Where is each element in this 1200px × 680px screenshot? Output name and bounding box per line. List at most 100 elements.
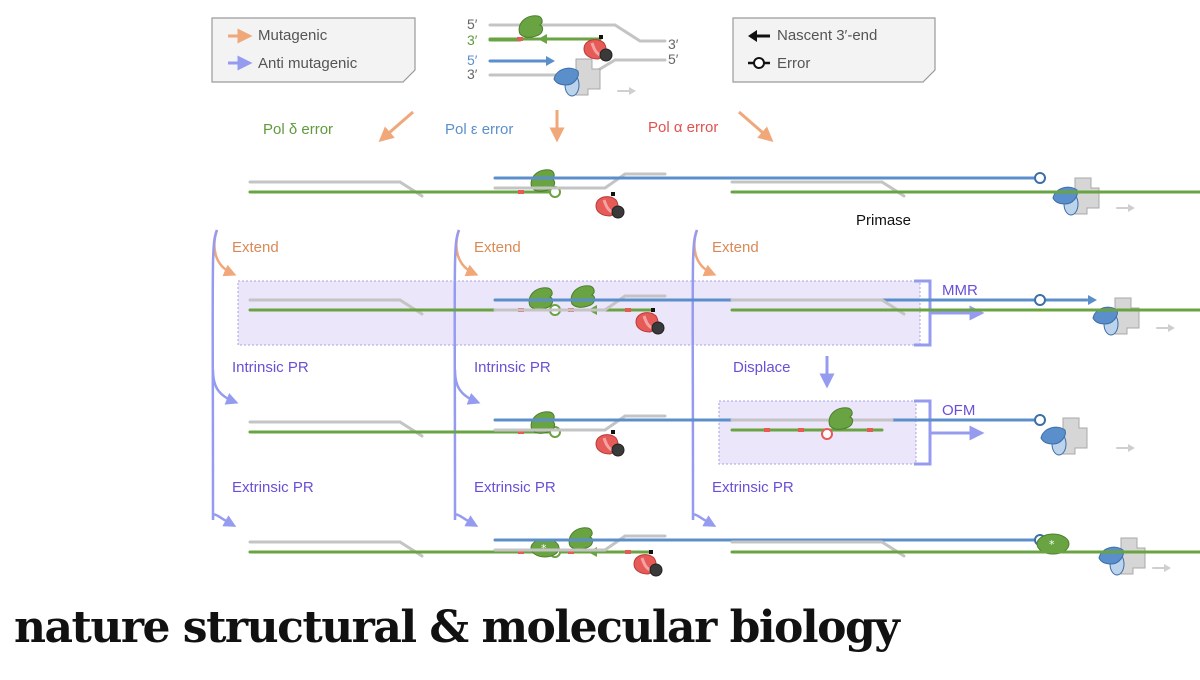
strand-label-leading-5prime: 5′ bbox=[467, 52, 478, 68]
extend-arrow-col1 bbox=[213, 229, 237, 277]
ofm-highlight-box bbox=[718, 400, 917, 465]
top-fork-pol-epsilon-cmg-helicase bbox=[575, 58, 601, 96]
col2-error-fork-error-icon bbox=[1034, 172, 1046, 184]
pol-delta-error-label: Pol δ error bbox=[263, 121, 333, 139]
col1-error-fork-template-top bbox=[248, 180, 424, 198]
top-fork-template-bottom bbox=[488, 58, 667, 77]
col2-extrinsic-fork-template bbox=[493, 534, 667, 552]
mmr-label: MMR bbox=[942, 282, 978, 299]
col1-error-fork-pol-alpha-rna-primer-end bbox=[611, 192, 615, 196]
extrinsic-pr-label-col3: Extrinsic PR bbox=[712, 479, 794, 496]
legend-box-right bbox=[732, 17, 936, 83]
col2-extrinsic-fork-extrinsic-pol: * bbox=[1036, 533, 1070, 555]
legend-error-circle-icon bbox=[753, 57, 765, 69]
legend-box-left bbox=[211, 17, 416, 83]
arrow-to-pol-delta bbox=[378, 110, 414, 142]
col2-error-fork bbox=[493, 172, 1135, 216]
col1-extend-fork-pol-alpha bbox=[635, 308, 665, 335]
col1-extrinsic-fork-extrinsic-pol: * bbox=[530, 538, 560, 558]
top-fork-mismatch bbox=[517, 37, 523, 41]
col1-extend-fork-pol-delta-1 bbox=[570, 285, 596, 308]
col1-extrinsic-fork-template-top bbox=[248, 540, 424, 558]
pol-alpha-error-label: Pol α error bbox=[648, 119, 718, 137]
col2-intrinsic-fork-pol-epsilon-body bbox=[1040, 426, 1066, 445]
extrinsic-arrow-col3 bbox=[691, 229, 717, 527]
intrinsic-pr-label-col1: Intrinsic PR bbox=[232, 359, 309, 376]
top-fork-pol-delta bbox=[518, 15, 544, 38]
col3-error-fork-template-top bbox=[730, 180, 906, 198]
primase-label: Primase bbox=[856, 212, 912, 229]
pol-epsilon-error-label: Pol ε error bbox=[445, 121, 513, 139]
arrow-to-pol-alpha bbox=[738, 110, 774, 142]
extend-label-col2: Extend bbox=[474, 239, 521, 256]
top-fork-movement-arrow-head bbox=[629, 87, 636, 95]
col2-extrinsic-fork-exo-star-icon: * bbox=[1049, 538, 1055, 551]
legend-nascent-arrowhead-icon bbox=[748, 30, 757, 42]
col1-error-fork-pol-alpha-primase-subunit bbox=[611, 205, 625, 219]
col2-extend-fork-pol-epsilon-cmg-helicase bbox=[1114, 297, 1140, 335]
col3-error-fork bbox=[730, 180, 1200, 198]
col1-extend-fork-mismatch-2 bbox=[625, 308, 631, 312]
col3-extend-fork bbox=[730, 298, 1200, 316]
col1-error-fork-pol-alpha-highlight bbox=[602, 199, 613, 214]
col1-intrinsic-fork-pol-alpha bbox=[595, 430, 625, 457]
col2-extrinsic-fork-pol-epsilon bbox=[1098, 537, 1146, 576]
top-fork-template-top bbox=[488, 23, 667, 43]
intrinsic-arrow-col1 bbox=[211, 369, 239, 405]
col2-intrinsic-fork-error-icon bbox=[1034, 414, 1046, 426]
pol-alpha-label: Pol α error bbox=[648, 119, 719, 136]
strand-label-top-5prime: 5′ bbox=[467, 16, 478, 32]
col2-extrinsic-fork-pol-epsilon-cmg-helicase bbox=[1120, 537, 1146, 575]
top-fork-lagging-end bbox=[538, 34, 547, 44]
col3-ofm-fork bbox=[730, 407, 894, 440]
col2-extrinsic-fork-exo-ellipse bbox=[1036, 533, 1070, 555]
legend-nascent-end-label: Nascent 3′-end bbox=[777, 27, 878, 44]
col2-error-fork-pol-epsilon bbox=[1052, 177, 1100, 216]
extrinsic-pr-label-col1: Extrinsic PR bbox=[232, 479, 314, 496]
journal-title: nature structural & molecular biology bbox=[14, 602, 900, 653]
extend-label-col3: Extend bbox=[712, 239, 759, 256]
col3-ofm-fork-mismatch-2 bbox=[867, 428, 873, 432]
col1-intrinsic-fork-mismatch-0 bbox=[518, 430, 524, 434]
pol-delta-label: Pol δ error bbox=[263, 121, 334, 138]
col1-error-fork bbox=[248, 169, 625, 219]
col2-extend-fork-error-icon bbox=[1034, 294, 1046, 306]
legend-antimutagenic-label: Anti mutagenic bbox=[258, 55, 358, 72]
col1-extrinsic-fork: * bbox=[248, 527, 663, 577]
col1-error-fork-mismatch-0 bbox=[518, 190, 524, 194]
col3-ofm-fork-error-icon bbox=[821, 428, 833, 440]
col1-extrinsic-fork-mismatch-0 bbox=[518, 550, 524, 554]
col2-error-fork-movement-arrow-head bbox=[1128, 204, 1135, 212]
extend-arrow-col3 bbox=[693, 229, 717, 277]
col1-intrinsic-fork-pol-alpha-primase-subunit bbox=[611, 443, 625, 457]
col1-extend-fork-pol-delta-1-body bbox=[570, 285, 596, 308]
top-fork-pol-alpha bbox=[583, 35, 613, 62]
col1-intrinsic-fork-template-top bbox=[248, 420, 424, 438]
col1-extend-fork-pol-alpha-primase-subunit bbox=[651, 321, 665, 335]
col2-extend-fork-movement-arrow-head bbox=[1168, 324, 1175, 332]
col1-extend-fork-pol-alpha-rna-primer-end bbox=[651, 308, 655, 312]
top-fork-leading-end bbox=[546, 56, 555, 66]
top-fork-pol-alpha-highlight bbox=[590, 42, 601, 57]
col2-extrinsic-fork-movement-arrow-head bbox=[1164, 564, 1171, 572]
top-fork-pol-epsilon bbox=[553, 58, 601, 97]
top-fork-pol-epsilon-body bbox=[553, 67, 579, 86]
col2-intrinsic-fork-movement-arrow-head bbox=[1128, 444, 1135, 452]
col3-ofm-fork-mismatch-0 bbox=[764, 428, 770, 432]
intrinsic-pr-label-col2: Intrinsic PR bbox=[474, 359, 551, 376]
col1-extrinsic-fork-pol-alpha bbox=[633, 550, 663, 577]
col1-extend-fork-pol-alpha-highlight bbox=[642, 315, 653, 330]
displace-label: Displace bbox=[733, 359, 791, 376]
top-replication-fork bbox=[488, 15, 667, 97]
col3-extrinsic-fork: * bbox=[730, 540, 1200, 558]
intrinsic-arrow-col2 bbox=[453, 369, 481, 405]
col1-intrinsic-fork-pol-alpha-rna-primer-end bbox=[611, 430, 615, 434]
top-fork-pol-alpha-primase-subunit bbox=[599, 48, 613, 62]
col2-extend-fork-pol-epsilon bbox=[1092, 297, 1140, 336]
strand-label-right-3prime: 3′ bbox=[668, 36, 679, 52]
strand-label-lagging-3prime: 3′ bbox=[467, 32, 478, 48]
col2-error-fork-pol-epsilon-cmg-helicase bbox=[1074, 177, 1100, 215]
extrinsic-pr-label-col2: Extrinsic PR bbox=[474, 479, 556, 496]
